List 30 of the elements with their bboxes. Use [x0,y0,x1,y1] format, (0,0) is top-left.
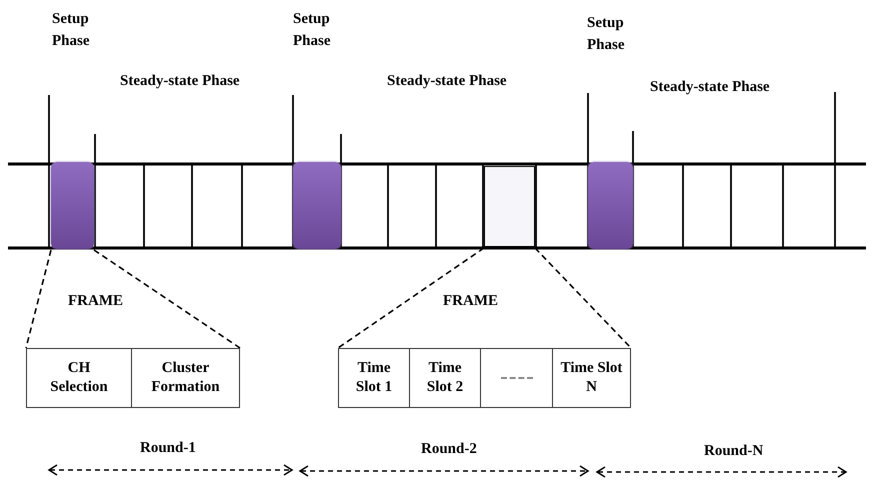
round-label: Round-N [704,442,764,461]
frame-label: FRAME [443,292,498,311]
frame-cell [480,348,553,408]
time-slot-segment [484,166,535,247]
phase-label: Setup Phase [293,10,332,51]
round-label: Round-2 [421,440,477,459]
phase-label: Steady-state Phase [120,72,240,91]
round-label: Round-1 [140,439,196,458]
setup-phase-block [51,162,94,249]
frame-label: FRAME [68,292,123,311]
leader-line [94,249,240,349]
cell-text: Time Slot N [560,359,624,397]
frame-cell [131,348,240,408]
phase-label: Setup Phase [587,14,626,55]
leader-line [534,247,632,349]
setup-phase-block [588,162,633,249]
cell-text: Time Slot 2 [426,359,464,397]
frame-cell [26,348,132,408]
phase-label: Steady-state Phase [650,78,770,97]
frame-cell [338,348,410,408]
cell-text: Cluster Formation [150,359,221,397]
phase-label: Setup Phase [52,10,90,51]
leader-line [25,250,52,348]
cell-text: CH Selection [49,359,109,397]
setup-phase-block [293,162,341,249]
leader-line [338,247,484,349]
frame-cell [552,348,631,408]
cell-text: Time Slot 1 [354,359,394,397]
frame-cell [409,348,481,408]
phase-label: Steady-state Phase [387,72,507,91]
